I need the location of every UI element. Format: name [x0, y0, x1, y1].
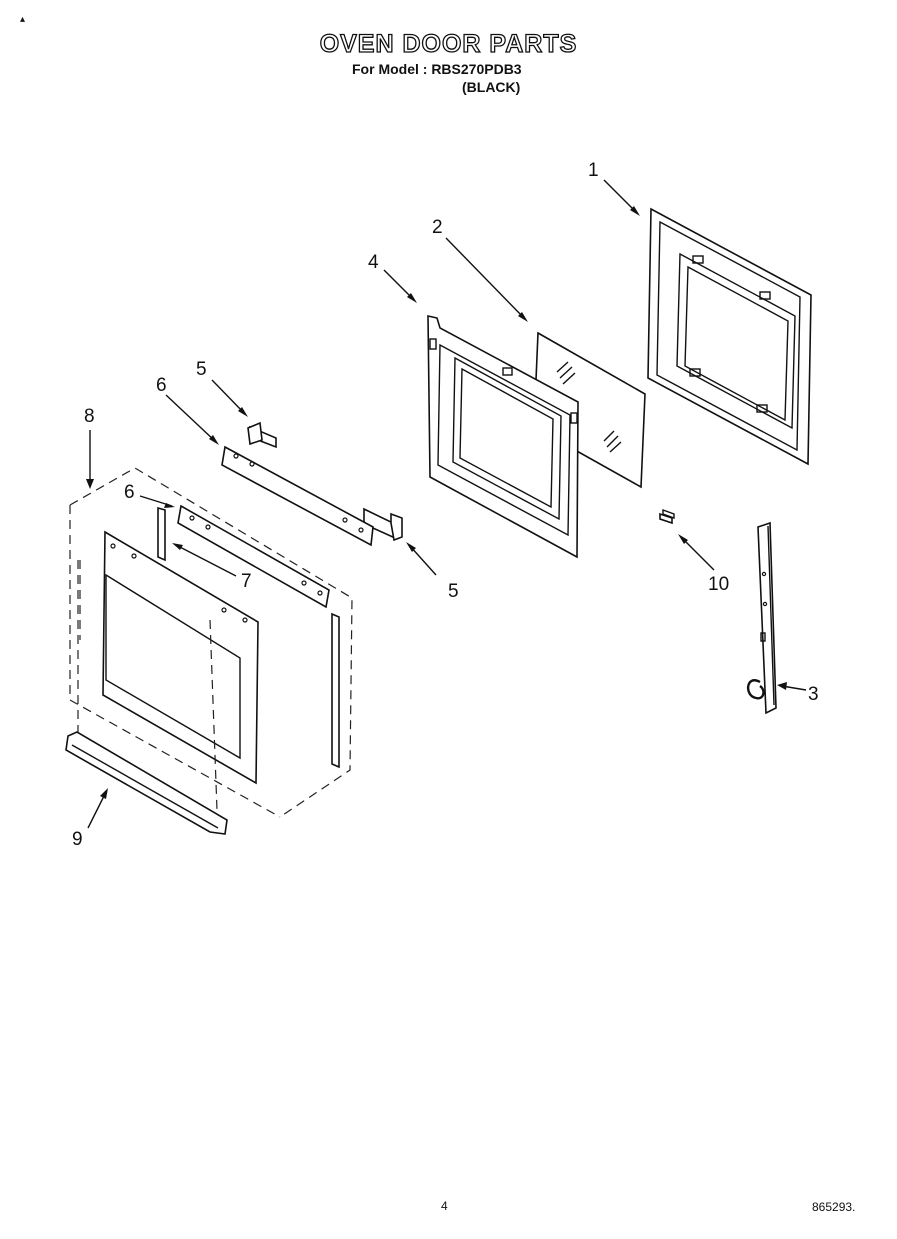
- door-stop: [659, 509, 675, 525]
- document-number: 865293.: [812, 1200, 855, 1214]
- callout-5-upper: 5: [196, 359, 207, 380]
- glass-clip-upper: [247, 421, 277, 449]
- callout-7: 7: [241, 571, 252, 592]
- leader-lines: [86, 179, 807, 829]
- document-number-suffix: .: [852, 1200, 856, 1214]
- document-number-value: 865293: [812, 1200, 853, 1214]
- callout-5-lower: 5: [448, 581, 459, 602]
- model-number: For Model : RBS270PDB3: [352, 61, 522, 77]
- door-hinge: [747, 521, 777, 715]
- callout-labels: 1 2 3 4 5 5 6 6 7 8 9 10: [72, 160, 819, 850]
- page-number: 4: [441, 1199, 448, 1213]
- support-bracket-lower: [177, 504, 330, 609]
- support-bracket-upper: [221, 445, 374, 547]
- door-outer-panel: [647, 207, 812, 466]
- callout-4: 4: [368, 252, 379, 273]
- callout-9: 9: [72, 829, 83, 850]
- callout-2: 2: [432, 217, 443, 238]
- callout-6-lower: 6: [124, 482, 135, 503]
- callout-8: 8: [84, 406, 95, 427]
- page-title: OVEN DOOR PARTS: [319, 29, 578, 58]
- model-variant: (BLACK): [462, 79, 521, 95]
- callout-1: 1: [588, 160, 599, 181]
- glass-clip-lower: [363, 507, 403, 542]
- corner-mark: ▴: [20, 14, 26, 25]
- door-inner-frame: [427, 314, 579, 559]
- door-assembly: [69, 467, 353, 818]
- side-trim: [157, 506, 340, 769]
- callout-3: 3: [808, 684, 819, 705]
- callout-6-upper: 6: [156, 375, 167, 396]
- callout-10: 10: [708, 574, 729, 595]
- door-handle: [65, 731, 228, 835]
